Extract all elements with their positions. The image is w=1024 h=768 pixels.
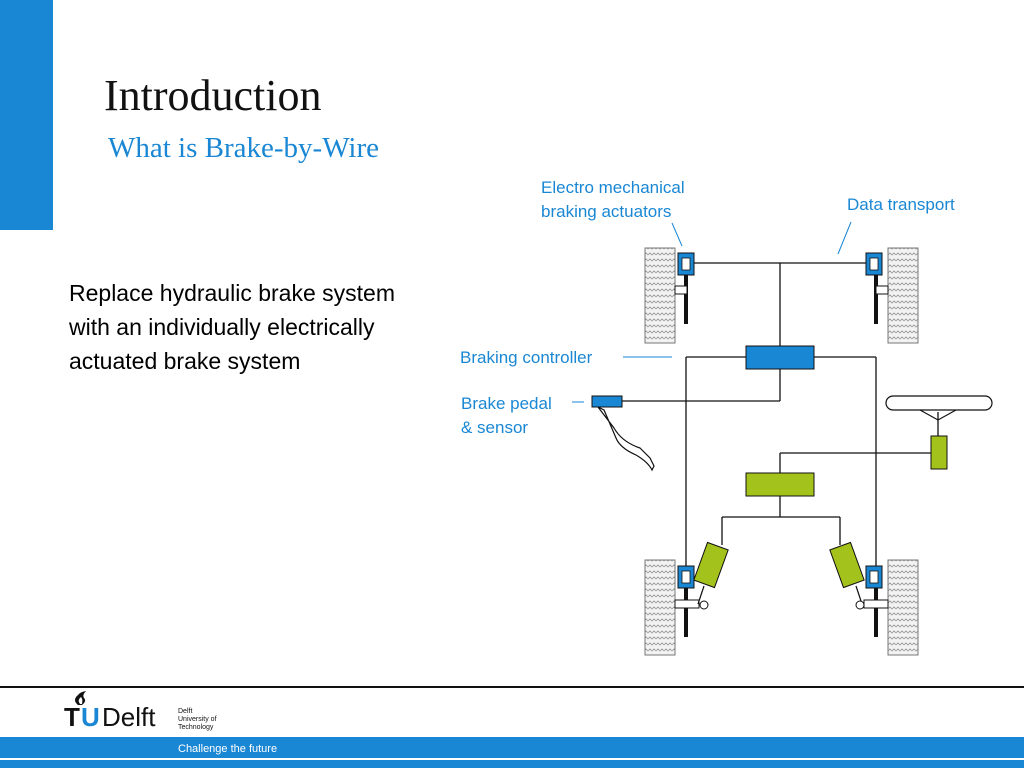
footer-tagline: Challenge the future <box>178 743 278 755</box>
brake-actuator-rear-left <box>677 565 695 589</box>
brake-pedal-arm <box>597 406 655 472</box>
label-actuators: Electro mechanical braking actuators <box>541 176 685 224</box>
university-line-3: Technology <box>178 724 214 731</box>
label-brake-pedal-line-2: & sensor <box>461 418 529 437</box>
brake-pedal-sensor <box>591 395 623 408</box>
body-line-3: actuated brake system <box>69 348 301 374</box>
tie-rod-joint-right <box>855 600 865 610</box>
footer-divider <box>0 686 1024 688</box>
slide-title: Introduction <box>104 71 322 120</box>
steering-column-top <box>919 409 957 421</box>
tie-rod-joint-left <box>699 600 709 610</box>
steering-actuator-left <box>693 541 729 589</box>
logo-u: U <box>81 702 100 732</box>
steering-sensor <box>930 435 948 470</box>
axle-front-right <box>875 285 889 295</box>
label-brake-pedal: Brake pedal & sensor <box>461 392 552 440</box>
steering-actuator-right <box>829 541 865 589</box>
tire-front-right <box>887 247 919 344</box>
axle-rear-left <box>674 599 700 609</box>
accent-bar <box>0 0 53 230</box>
steering-wheel <box>885 395 993 411</box>
leader-actuators <box>671 222 683 247</box>
label-data-transport: Data transport <box>847 195 955 214</box>
university-line-1: Delft <box>178 708 193 715</box>
axle-front-left <box>674 285 688 295</box>
label-braking-controller: Braking controller <box>460 348 593 367</box>
flame-icon <box>75 691 86 705</box>
brake-actuator-front-right <box>865 252 883 276</box>
brake-actuator-rear-right <box>865 565 883 589</box>
body-line-2: with an individually electrically <box>69 314 375 340</box>
tire-rear-right <box>887 559 919 656</box>
university-name: Delft University of Technology <box>178 708 217 732</box>
leader-data-transport <box>837 221 852 255</box>
footer-band <box>0 737 1024 768</box>
tire-front-left <box>644 247 676 344</box>
university-line-2: University of <box>178 716 217 723</box>
tire-rear-left <box>644 559 676 656</box>
label-actuators-line-1: Electro mechanical <box>541 178 685 197</box>
wiring <box>622 262 939 566</box>
axle-rear-right <box>863 599 889 609</box>
steering-controller <box>745 472 815 497</box>
logo-t: T <box>64 702 80 732</box>
label-actuators-line-2: braking actuators <box>541 202 672 221</box>
tie-rod-left <box>697 585 705 605</box>
body-line-1: Replace hydraulic brake system <box>69 280 395 306</box>
slide-subtitle: What is Brake-by-Wire <box>108 132 379 164</box>
brake-actuator-front-left <box>677 252 695 276</box>
body-text: Replace hydraulic brake system with an i… <box>69 276 489 378</box>
braking-controller-box <box>745 345 815 370</box>
footer-stripe <box>0 758 1024 760</box>
label-brake-pedal-line-1: Brake pedal <box>461 394 552 413</box>
brake-by-wire-diagram <box>572 221 993 656</box>
logo-delft: Delft <box>102 702 156 732</box>
